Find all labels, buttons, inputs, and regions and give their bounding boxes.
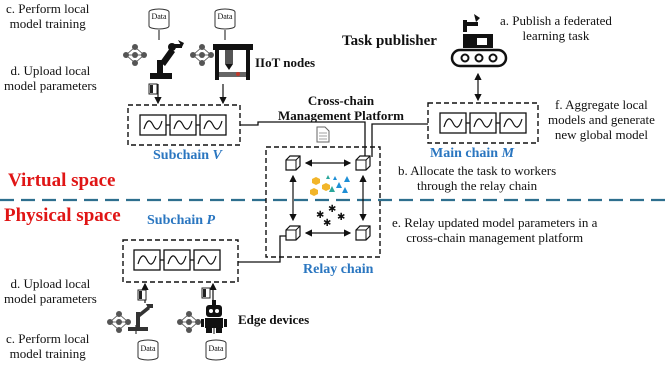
- subchain-p-link: [238, 235, 286, 263]
- physical-space-label: Physical space: [4, 205, 121, 226]
- neural-network-icon: [189, 43, 215, 67]
- data-label: Data: [208, 344, 224, 353]
- iiot-nodes-label: IIoT nodes: [255, 55, 316, 70]
- edge-robot-icon: [201, 300, 227, 333]
- subchain-v-blocks: [139, 114, 227, 136]
- neural-network-icon: [176, 310, 202, 334]
- neural-network-icon: [106, 310, 132, 334]
- relay-chain-box: [265, 146, 381, 258]
- data-label: Data: [140, 344, 156, 353]
- relay-block-icon: [355, 155, 371, 171]
- factory-machine-icon: [213, 44, 253, 80]
- model-parameters-icon: ✱ ✱ ✱ ✱: [316, 204, 345, 229]
- subchain-p-label: Subchain P: [147, 213, 216, 228]
- main-chain-blocks: [439, 112, 527, 134]
- relay-block-icon: [285, 225, 301, 241]
- data-label: Data: [217, 12, 233, 21]
- subchain-p-box: [122, 239, 239, 283]
- data-label: Data: [151, 12, 167, 21]
- task-tokens-icon: [310, 175, 350, 196]
- edge-devices-label: Edge devices: [238, 312, 310, 327]
- subchain-v-link: [240, 121, 366, 156]
- main-chain-label: Main chain M: [430, 146, 515, 161]
- subchain-p-blocks: [133, 249, 221, 271]
- document-icon: [316, 126, 330, 143]
- relay-block-icon: [285, 155, 301, 171]
- virtual-space-label: Virtual space: [8, 170, 116, 191]
- edge-arm-icon: [128, 304, 153, 331]
- main-chain-box: [427, 102, 539, 144]
- upload-file-icon: [148, 83, 158, 95]
- svg-text:✱: ✱: [323, 218, 331, 229]
- task-publisher-label: Task publisher: [342, 33, 437, 49]
- robot-arm-icon: [150, 40, 184, 79]
- upload-file-icon: [201, 287, 211, 299]
- conveyor-robot-icon: [450, 14, 508, 68]
- svg-text:✱: ✱: [316, 210, 324, 221]
- relay-chain-label: Relay chain: [303, 262, 374, 277]
- upload-file-icon: [137, 289, 147, 301]
- relay-block-icon: [355, 225, 371, 241]
- neural-network-icon: [122, 43, 148, 67]
- subchain-v-label: Subchain V: [153, 148, 222, 163]
- main-chain-link: [371, 123, 380, 157]
- svg-text:✱: ✱: [328, 204, 336, 215]
- svg-text:✱: ✱: [337, 212, 345, 223]
